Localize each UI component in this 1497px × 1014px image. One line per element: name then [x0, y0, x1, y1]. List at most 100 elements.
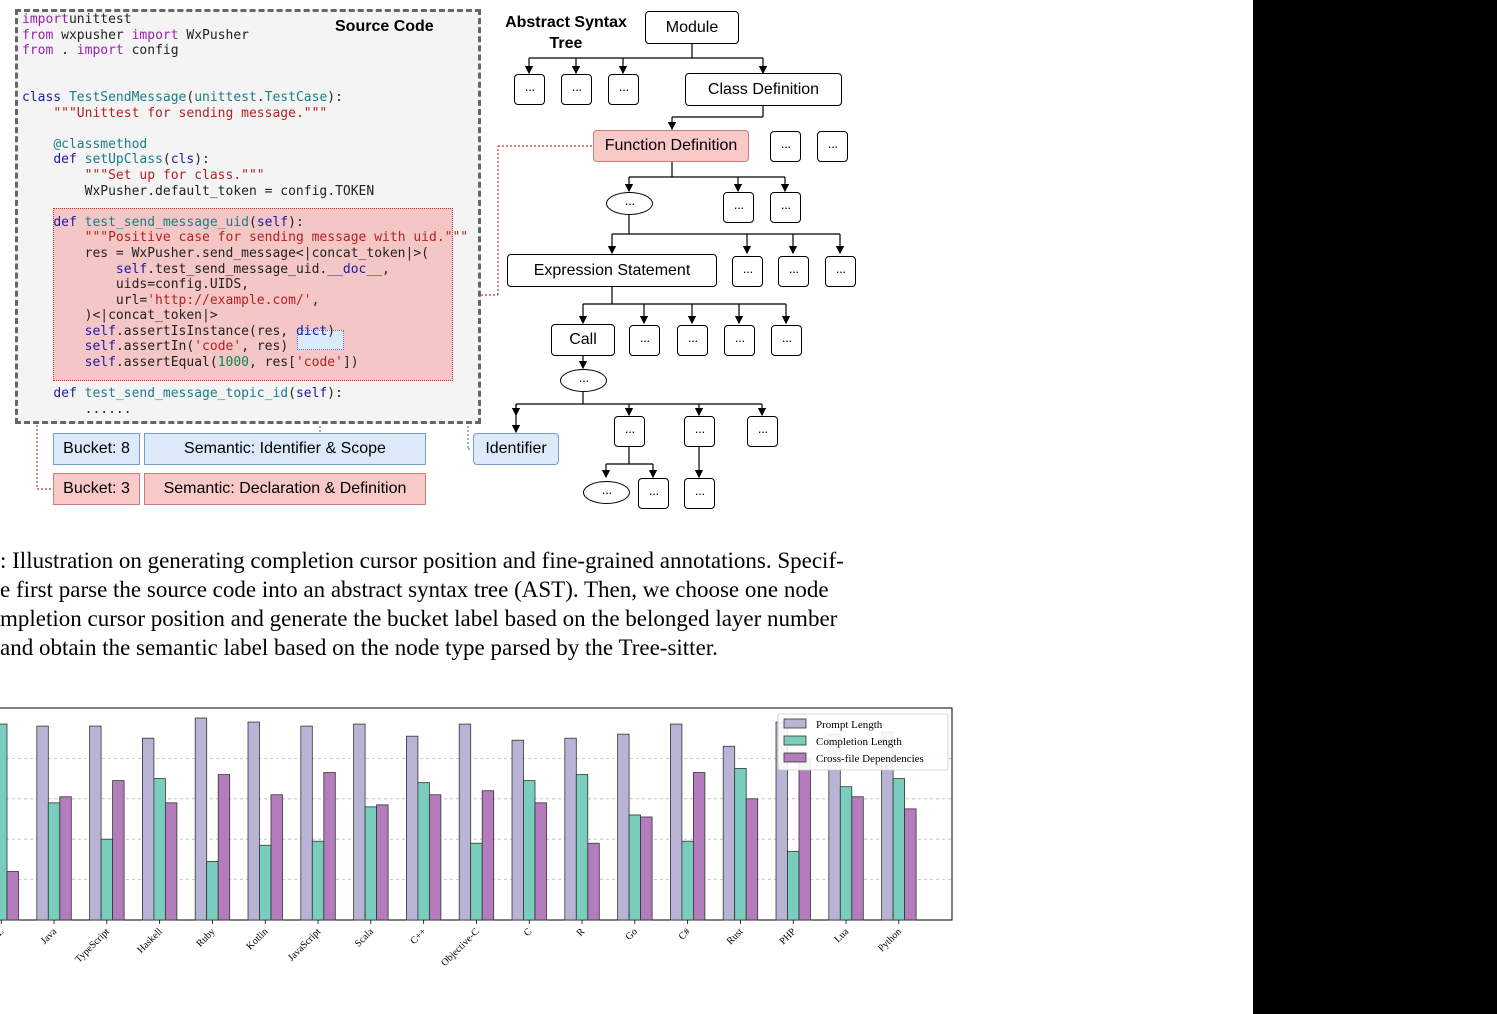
code-token: 'http://example.com/' — [147, 292, 312, 308]
bar-prompt-length-java — [36, 725, 49, 921]
code-token: self — [256, 214, 289, 230]
code-line: self.test_send_message_uid.__doc__, — [22, 262, 468, 278]
bar-cross-file-dependencies-objective-c — [481, 790, 495, 921]
code-token: .assertEqual( — [115, 355, 218, 371]
code-line: self.assertIsInstance(res, dict) — [22, 324, 468, 340]
bar-completion-length-c — [523, 780, 536, 921]
bar-cross-file-dependencies-lua — [851, 796, 864, 921]
bar-prompt-length-objective-c — [458, 723, 472, 921]
code-token — [61, 90, 69, 105]
x-tick-label: C++ — [408, 926, 429, 947]
bar-completion-length-scala — [364, 806, 378, 921]
code-token: ( — [162, 152, 171, 168]
caption-line-4: and obtain the semantic label based on t… — [0, 635, 718, 660]
bar-cross-file-dependencies-c — [534, 802, 547, 921]
code-token: WxPusher.default_token = config.TOKEN — [22, 183, 375, 199]
code-token — [77, 386, 85, 401]
code-token: TestSendMessage — [68, 89, 187, 105]
code-token — [22, 324, 85, 339]
ast-node-ellipsis: ··· — [817, 131, 848, 162]
x-tick-label: TypeScript — [73, 926, 112, 965]
ast-node-oval: ··· — [606, 192, 653, 215]
code-token: __doc__ — [327, 261, 383, 277]
bar-completion-length-haskell — [153, 778, 166, 921]
bar-prompt-length-r — [564, 737, 577, 921]
code-token: import — [76, 43, 124, 59]
code-token: dict — [295, 323, 328, 339]
bar-cross-file-dependencies-kotlin — [270, 794, 283, 921]
ast-node-ellipsis: ··· — [608, 74, 639, 105]
ast-node-ellipsis: ··· — [629, 325, 660, 356]
ast-title-line1: Abstract Syntax — [505, 14, 627, 31]
code-token: ) — [327, 323, 336, 339]
legend-label: Prompt Length — [816, 719, 883, 731]
bar-cross-file-dependencies-scala — [376, 804, 389, 921]
code-token — [22, 230, 85, 245]
bar-cross-file-dependencies-c# — [693, 772, 706, 921]
bar-prompt-length-scala — [353, 723, 366, 921]
code-token: ( — [288, 386, 296, 402]
ast-node-oval: ··· — [583, 481, 630, 504]
bar-completion-length-java — [47, 802, 61, 921]
ast-node-ellipsis: ··· — [724, 325, 755, 356]
bar-cross-file-dependencies-go — [640, 816, 653, 921]
code-line: from . import config — [22, 43, 468, 59]
legend-box — [777, 713, 949, 771]
code-token: )<|concat_token|> — [22, 308, 218, 324]
bar-cross-file-dependencies-rust — [745, 798, 759, 921]
code-token: def — [53, 214, 77, 230]
code-line: def test_send_message_topic_id(self): — [22, 386, 468, 402]
x-tick-label: Rust — [725, 926, 746, 947]
code-token: self — [84, 323, 116, 339]
code-token: """Set up for class.""" — [84, 167, 265, 183]
ast-node-ellipsis: ··· — [723, 192, 754, 223]
code-token: url= — [22, 292, 148, 308]
x-tick-label: Haskell — [135, 926, 165, 956]
bar-prompt-length-c — [511, 739, 524, 921]
code-token: , res[ — [249, 355, 296, 371]
legend-swatch — [783, 752, 807, 763]
ast-node-ellipsis: ··· — [732, 256, 763, 287]
ast-node-ellipsis: ··· — [778, 256, 809, 287]
bucket-3-label: Bucket: 3 — [53, 473, 140, 505]
legend-swatch — [783, 718, 807, 729]
code-token: ): — [288, 214, 304, 230]
code-token: ]) — [342, 355, 359, 371]
code-token: """Positive case for sending message wit… — [84, 230, 469, 246]
highlight-function-definition — [53, 208, 453, 381]
x-tick-label: R — [575, 926, 588, 939]
x-tick-label: C# — [677, 926, 693, 942]
bar-prompt-length-ruby — [194, 717, 208, 921]
semantic-declaration-label: Semantic: Declaration & Definition — [144, 473, 426, 505]
caption-line-3: mpletion cursor position and generate th… — [0, 606, 838, 631]
code-line: self.assertEqual(1000, res['code']) — [22, 355, 468, 371]
code-token: from — [22, 43, 54, 59]
ast-node-ellipsis: ··· — [638, 478, 669, 509]
code-token — [22, 215, 53, 230]
bar-cross-file-dependencies-java — [59, 796, 72, 921]
code-line: res = WxPusher.send_message<|concat_toke… — [22, 246, 468, 262]
code-line: def setUpClass(cls): — [22, 152, 468, 168]
x-tick-label: Lua — [832, 926, 851, 945]
code-line: uids=config.UIDS, — [22, 277, 468, 293]
code-token: self — [84, 355, 116, 371]
code-line: """Set up for class.""" — [22, 168, 468, 184]
figure-caption: : Illustration on generating completion … — [0, 546, 1000, 662]
ast-node-function-definition: Function Definition — [593, 130, 749, 162]
highlight-identifier — [297, 330, 344, 350]
ast-node-ellipsis: ··· — [825, 256, 856, 287]
ast-node-expression-statement: Expression Statement — [507, 254, 717, 287]
bar-prompt-length-kotlin — [247, 721, 260, 921]
page-edge-band — [1253, 0, 1497, 1014]
code-token: . — [256, 89, 265, 105]
code-token: , — [382, 261, 390, 277]
bar-cross-file-dependencies-python — [904, 808, 917, 921]
code-line — [22, 74, 468, 90]
code-token: class — [22, 89, 62, 105]
ast-node-class-definition: Class Definition — [685, 73, 842, 106]
code-token — [22, 106, 53, 121]
bar-completion-length-typescript — [100, 838, 113, 921]
bar-prompt-length-rust — [722, 745, 736, 921]
